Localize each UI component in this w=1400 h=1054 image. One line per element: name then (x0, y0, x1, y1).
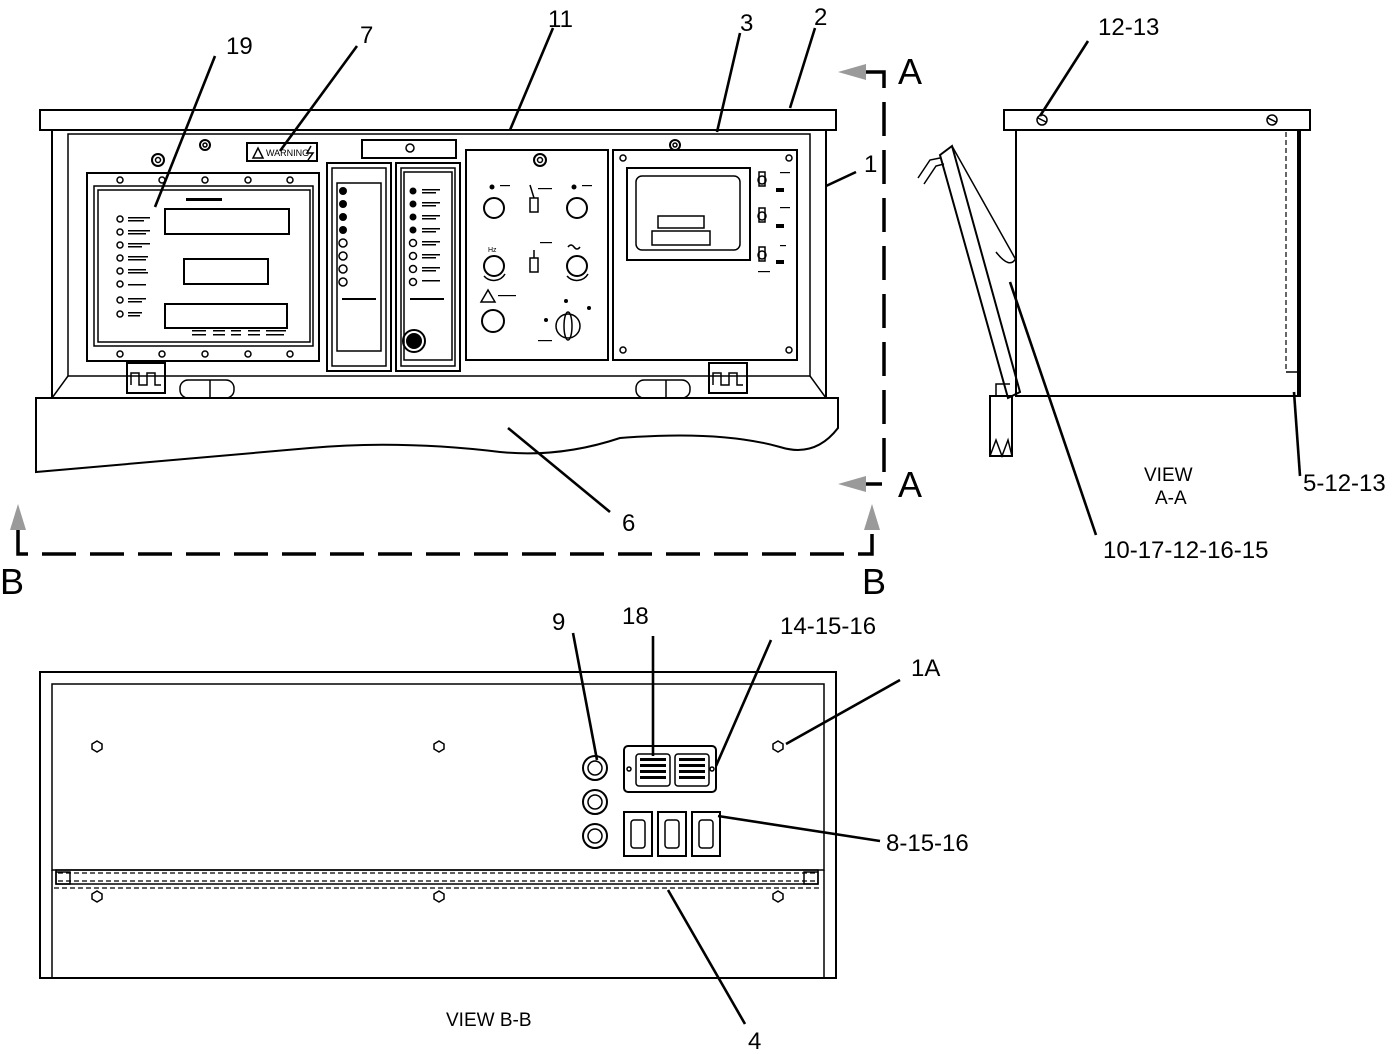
hex-nut-icon (91, 740, 784, 903)
section-mark-b: B (862, 561, 886, 602)
display-window (164, 303, 288, 329)
top-cover (1003, 109, 1311, 131)
view-a-a (917, 109, 1311, 459)
callout-19: 19 (226, 33, 253, 60)
view-a-a-title-line1: VIEW (1144, 465, 1193, 486)
callout-7: 7 (360, 22, 373, 49)
indicator-module (326, 162, 392, 372)
meter-window (626, 167, 751, 261)
receptacle-icon (623, 811, 721, 857)
top-cover (39, 109, 837, 131)
section-line-b: B B (0, 504, 886, 602)
latch-icon (126, 362, 748, 394)
warning-triangle-icon (479, 288, 497, 303)
section-mark-a: A (898, 464, 922, 505)
label-plate (361, 139, 457, 159)
display-window (183, 258, 269, 285)
emergency-stop-icon (481, 309, 505, 333)
callout-2: 2 (814, 4, 827, 31)
base-skirt (35, 397, 839, 474)
callout-4: 4 (748, 1028, 761, 1054)
leader-lines (153, 27, 1302, 1025)
push-button-icon (483, 197, 505, 219)
warning-label: WARNING (246, 142, 318, 162)
adjust-knob-icon (483, 244, 589, 282)
generator-panel (612, 149, 798, 361)
indicator-lamp-icon (116, 215, 124, 318)
view-a-a-title-line2: A-A (1155, 488, 1187, 509)
housing-side (1015, 129, 1301, 397)
controller-module (86, 172, 320, 362)
warning-text: WARNING (266, 148, 309, 158)
door (938, 144, 1022, 400)
callout-5-12-13: 5-12-13 (1303, 470, 1386, 497)
multi-pin-connector-icon (623, 745, 717, 793)
view-b-b (39, 671, 837, 979)
hinge-rail (54, 869, 820, 889)
hz-label: Hz (488, 247, 497, 254)
front-view: WARNING (35, 109, 839, 474)
handle-icon (179, 379, 691, 399)
callout-11: 11 (548, 6, 573, 33)
screw-icon (151, 139, 681, 167)
inner-frame (67, 133, 811, 377)
cable-gland-icon (582, 755, 608, 849)
callout-3: 3 (740, 10, 753, 37)
hinge-bracket (989, 395, 1013, 457)
callout-12-13: 12-13 (1098, 14, 1159, 41)
connector-icon (402, 329, 426, 353)
callout-18: 18 (622, 603, 649, 630)
push-button-icon (566, 197, 588, 219)
section-line-a: A A (838, 51, 922, 505)
toggle-switch-icon (757, 171, 767, 262)
callout-10-17-12-16-15: 10-17-12-16-15 (1103, 537, 1268, 564)
callout-6: 6 (622, 510, 635, 537)
annunciator-module (395, 162, 461, 372)
callout-labels: 19 7 11 3 2 1 6 12-13 10-17-12-16-15 5-1… (226, 4, 1386, 1054)
callout-9: 9 (552, 609, 565, 636)
callout-14-15-16: 14-15-16 (780, 613, 876, 640)
toggle-switch-icon (529, 184, 539, 273)
engine-control-panel: Hz (465, 149, 609, 361)
callout-1: 1 (864, 151, 877, 178)
section-mark-b: B (0, 561, 24, 602)
rear-panel (39, 671, 837, 979)
selector-switch-icon (544, 299, 591, 341)
section-mark-a: A (898, 51, 922, 92)
screw-icon (1036, 114, 1278, 126)
view-b-b-title: VIEW B-B (446, 1010, 532, 1031)
housing (51, 129, 827, 399)
callout-1a: 1A (911, 655, 940, 682)
callout-8-15-16: 8-15-16 (886, 830, 969, 857)
display-window (164, 208, 290, 235)
